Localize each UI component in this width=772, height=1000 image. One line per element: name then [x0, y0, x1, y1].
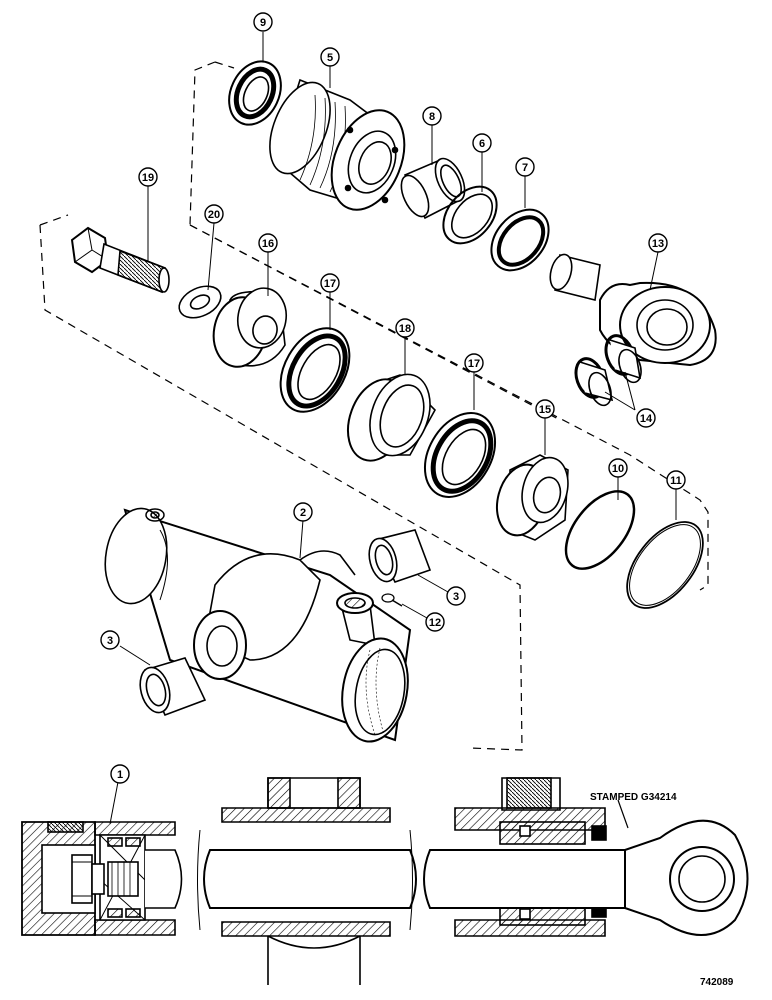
callout-c14: 14 — [636, 408, 656, 428]
callout-c19: 19 — [138, 167, 158, 187]
stamp-label: STAMPED G34214 — [590, 792, 677, 803]
callout-c15: 15 — [535, 399, 555, 419]
callout-c2: 2 — [293, 502, 313, 522]
callout-number: 17 — [468, 358, 480, 370]
callout-number: 16 — [262, 238, 274, 250]
callout-number: 2 — [300, 507, 306, 519]
callout-number: 20 — [208, 209, 220, 221]
callout-c20: 20 — [204, 204, 224, 224]
part-8-bushing — [400, 157, 466, 220]
callout-number: 10 — [612, 463, 624, 475]
callout-c11: 11 — [666, 470, 686, 490]
part-6-ring — [442, 185, 498, 245]
part-17-piston-seal-b — [423, 412, 497, 498]
callout-c6: 6 — [472, 133, 492, 153]
callout-number: 1 — [117, 769, 123, 781]
section-rod-end — [423, 777, 749, 937]
callout-c18: 18 — [395, 318, 415, 338]
part-10-o-ring — [564, 490, 636, 570]
callout-number: 3 — [453, 591, 459, 603]
part-14-bushings — [574, 334, 642, 407]
callout-c7: 7 — [515, 157, 535, 177]
callout-c1: 1 — [110, 764, 130, 784]
section-piston-end — [21, 821, 183, 936]
part-16-piston — [212, 287, 288, 368]
section-barrel-middle — [197, 777, 417, 985]
part-12-screw — [381, 593, 403, 607]
callout-number: 13 — [652, 238, 664, 250]
callout-leaders — [109, 32, 677, 825]
callout-number: 18 — [399, 323, 411, 335]
callout-number: 14 — [640, 413, 653, 425]
part-20-washer — [178, 285, 222, 319]
part-19-bolt — [70, 226, 170, 294]
part-7-seal — [490, 208, 550, 272]
callout-number: 8 — [429, 111, 435, 123]
figure-number: 742089 — [700, 977, 734, 988]
part-18-piston-ring — [347, 373, 436, 462]
callout-c8: 8 — [422, 106, 442, 126]
part-17-piston-seal-a — [279, 327, 351, 413]
assembly-outline-upper — [189, 61, 561, 421]
callout-c17b: 17 — [464, 353, 484, 373]
part-15-piston-nut — [496, 454, 569, 541]
part-3-bushing-upper — [368, 529, 432, 583]
assembly-outline-lower — [39, 214, 709, 751]
callout-c3a: 3 — [446, 586, 466, 606]
callout-number: 15 — [539, 404, 551, 416]
callout-c13: 13 — [648, 233, 668, 253]
callout-group: 9 5 8 6 7 19 20 16 13 17 18 17 14 15 10 11 2 3 12 3 1 — [100, 12, 686, 784]
callout-c9: 9 — [253, 12, 273, 32]
callout-number: 6 — [479, 138, 485, 150]
part-3-bushing-lower — [139, 657, 207, 717]
callout-number: 3 — [107, 635, 113, 647]
callout-c17a: 17 — [320, 273, 340, 293]
callout-number: 11 — [670, 475, 682, 487]
callout-number: 5 — [327, 52, 333, 64]
callout-number: 9 — [260, 17, 266, 29]
part-9-wiper-seal — [228, 60, 282, 126]
callout-number: 19 — [142, 172, 154, 184]
part-5-cylinder-head — [269, 78, 406, 211]
callout-c5: 5 — [320, 47, 340, 67]
part-13-rod-eye — [549, 253, 717, 367]
callout-number: 7 — [522, 162, 528, 174]
part-2-cylinder-barrel — [104, 507, 412, 743]
callout-number: 12 — [429, 617, 441, 629]
callout-c10: 10 — [608, 458, 628, 478]
callout-c16: 16 — [258, 233, 278, 253]
callout-number: 17 — [324, 278, 336, 290]
callout-c3b: 3 — [100, 630, 120, 650]
part-11-backup-ring — [626, 521, 704, 609]
callout-c12: 12 — [425, 612, 445, 632]
